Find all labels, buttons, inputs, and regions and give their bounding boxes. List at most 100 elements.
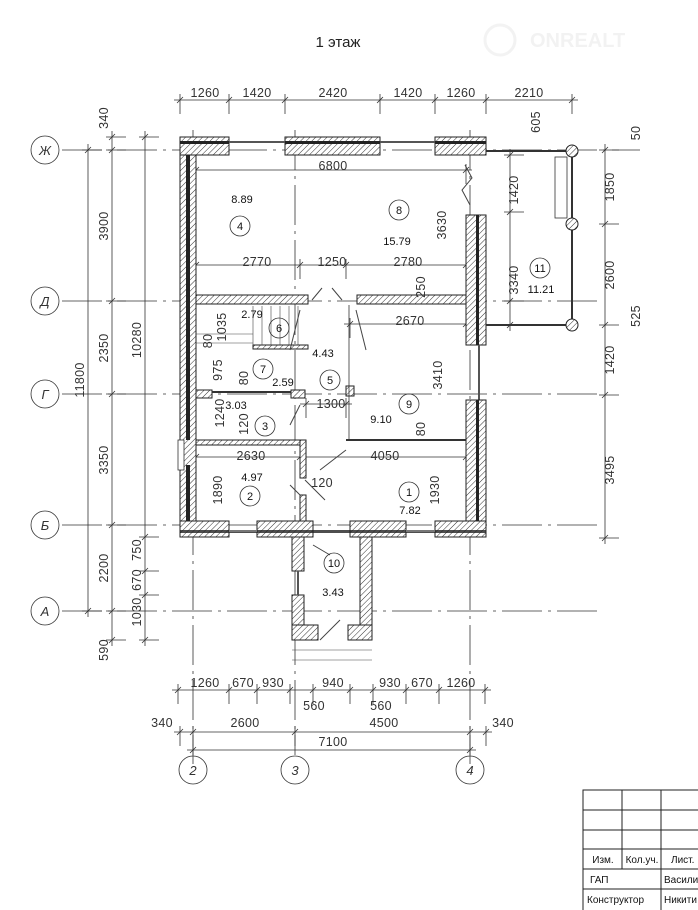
svg-text:2350: 2350 [97,333,111,362]
svg-text:80: 80 [414,422,428,437]
room-4: 8.89 4 [229,194,253,237]
svg-text:2420: 2420 [318,86,347,100]
svg-text:5: 5 [327,375,333,387]
svg-text:4: 4 [237,221,243,233]
svg-text:2600: 2600 [603,260,617,289]
room-8: 815.79 [383,199,411,248]
svg-text:Изм.: Изм. [592,855,613,866]
svg-text:120: 120 [237,413,251,435]
svg-text:Г: Г [41,387,49,402]
svg-text:3.43: 3.43 [322,587,343,599]
svg-text:Д: Д [38,294,49,309]
svg-text:590: 590 [97,639,111,661]
svg-text:975: 975 [211,359,225,381]
svg-text:1930: 1930 [428,475,442,504]
svg-text:2.79: 2.79 [241,309,262,321]
axis-row-b: Б [30,510,60,540]
svg-text:3350: 3350 [97,445,111,474]
room-9: 99.10 [370,393,420,426]
svg-text:Кол.уч.: Кол.уч. [626,855,659,866]
svg-text:4.97: 4.97 [241,472,262,484]
svg-text:1420: 1420 [393,86,422,100]
svg-text:50: 50 [629,126,643,141]
svg-text:2770: 2770 [242,255,271,269]
svg-text:560: 560 [370,699,392,713]
room-7: 72.59 [252,358,294,389]
svg-text:Ж: Ж [38,143,52,158]
svg-text:Василиш: Василиш [664,875,698,886]
svg-text:2: 2 [247,491,253,503]
svg-text:80: 80 [201,334,215,349]
svg-text:4050: 4050 [370,449,399,463]
svg-text:7100: 7100 [318,735,347,749]
axis-row-a: А [30,596,60,626]
svg-text:1850: 1850 [603,172,617,201]
watermark-logo: ONREALT [483,23,625,57]
svg-text:750: 750 [130,539,144,561]
svg-text:10: 10 [328,558,340,570]
svg-text:670: 670 [411,676,433,690]
svg-text:Лист.: Лист. [671,855,694,866]
svg-text:11: 11 [534,263,545,275]
svg-text:2.59: 2.59 [272,377,293,389]
dims-right: 1850 2600 1420 3495 50 525 605 1420 3340 [507,111,643,484]
dims-bottom: 1260 670 930 940 930 670 1260 560 560 34… [151,676,514,749]
room-5: 4.43 5 [312,348,341,391]
svg-text:Конструктор: Конструктор [587,895,644,906]
svg-text:9: 9 [406,399,412,411]
svg-text:3410: 3410 [431,360,445,389]
grid-axes [62,130,640,755]
svg-text:10280: 10280 [130,322,144,358]
drawing-title: 1 этаж [316,34,361,51]
svg-text:1260: 1260 [190,676,219,690]
svg-text:1260: 1260 [446,676,475,690]
svg-text:2: 2 [188,763,197,778]
svg-text:2600: 2600 [230,716,259,730]
svg-text:1250: 1250 [317,255,346,269]
svg-text:1260: 1260 [190,86,219,100]
svg-text:15.79: 15.79 [383,236,411,248]
svg-text:80: 80 [237,371,251,386]
svg-text:6800: 6800 [318,159,347,173]
svg-text:340: 340 [151,716,173,730]
svg-text:3: 3 [291,763,299,778]
svg-text:3340: 3340 [507,265,521,294]
svg-text:605: 605 [529,111,543,133]
svg-text:3495: 3495 [603,455,617,484]
svg-text:560: 560 [303,699,325,713]
watermark-brand: ONREALT [530,30,625,52]
dims-interior: 6800 2770 1250 2780 3630 250 2670 1035 8… [201,159,449,505]
title-block: Изм. Кол.уч. Лист. ГАП Василиш Конструкт… [582,789,698,910]
svg-text:9.10: 9.10 [370,414,391,426]
axis-row-d: Д [30,286,60,316]
svg-text:2630: 2630 [236,449,265,463]
svg-text:1420: 1420 [603,345,617,374]
axis-row-g: Г [30,379,60,409]
svg-text:3900: 3900 [97,211,111,240]
svg-text:1: 1 [406,487,412,499]
dimension-lines [82,94,619,764]
svg-text:120: 120 [311,476,333,490]
svg-text:1300: 1300 [316,397,345,411]
svg-text:340: 340 [492,716,514,730]
svg-text:8.89: 8.89 [231,194,252,206]
svg-text:1260: 1260 [446,86,475,100]
svg-text:2670: 2670 [395,314,424,328]
svg-text:7.82: 7.82 [399,505,420,517]
svg-text:1420: 1420 [242,86,271,100]
svg-text:1030: 1030 [130,597,144,626]
svg-text:4.43: 4.43 [312,348,333,360]
svg-text:3630: 3630 [435,210,449,239]
dims-top: 1260 1420 2420 1420 1260 2210 [190,86,543,100]
room-10: 103.43 [322,552,345,599]
svg-text:1890: 1890 [211,475,225,504]
svg-text:11.21: 11.21 [528,284,555,296]
room-2: 4.97 2 [239,472,263,507]
svg-text:6: 6 [276,323,282,335]
svg-text:940: 940 [322,676,344,690]
svg-text:7: 7 [260,364,266,376]
svg-text:11800: 11800 [73,362,87,397]
svg-text:2780: 2780 [393,255,422,269]
svg-text:930: 930 [379,676,401,690]
svg-text:8: 8 [396,205,402,217]
